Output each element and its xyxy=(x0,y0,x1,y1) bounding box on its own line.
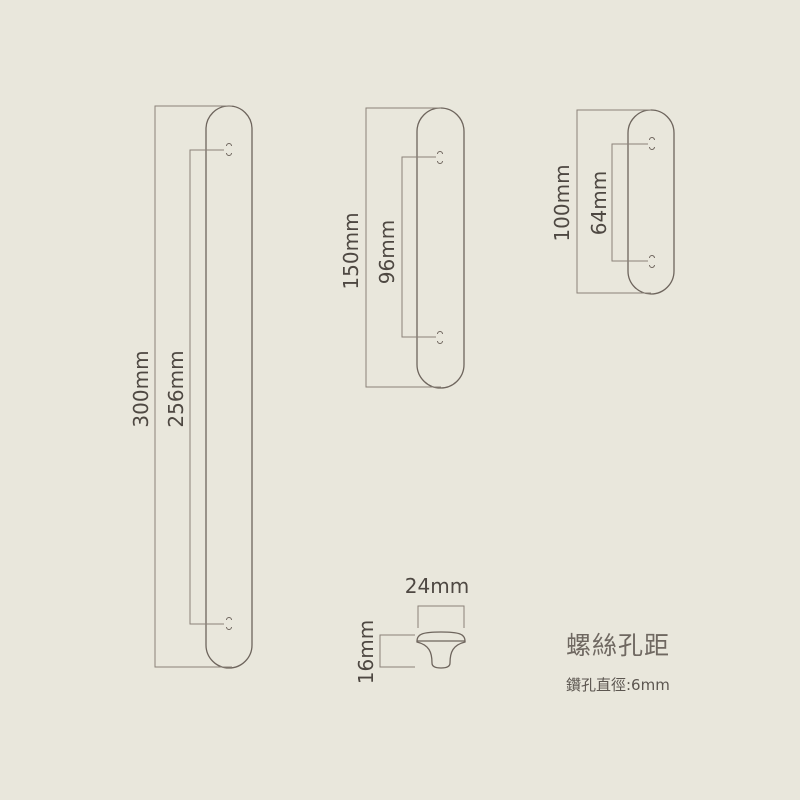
handle-100-drawing: 100mm 64mm xyxy=(550,109,675,295)
handle-100-hole-top xyxy=(649,137,655,150)
handle-150-drawing: 150mm 96mm xyxy=(339,107,465,389)
handle-300-hole-top xyxy=(226,143,232,156)
handle-300-outline xyxy=(205,105,253,669)
knob-drawing: 24mm 16mm xyxy=(354,574,469,684)
handle-100-hole-bottom xyxy=(649,255,655,268)
handle-150-hole-top xyxy=(437,151,443,164)
knob-outline xyxy=(416,631,466,669)
handle-300-drawing: 300mm 256mm xyxy=(129,105,253,669)
handle-150-hole-label: 96mm xyxy=(375,220,399,284)
handle-100-length-bracket xyxy=(576,109,651,294)
caption-subtitle: 鑽孔直徑:6mm xyxy=(566,676,670,694)
handle-150-length-bracket xyxy=(365,107,441,388)
handle-100-hole-bracket xyxy=(611,143,648,262)
handle-150-outline xyxy=(416,107,465,389)
handle-150-hole-bracket xyxy=(401,156,436,338)
handle-100-length-label: 100mm xyxy=(550,164,574,241)
knob-height-label: 16mm xyxy=(354,620,378,684)
handle-300-hole-bottom xyxy=(226,617,232,630)
knob-width-bracket xyxy=(417,605,465,628)
handle-150-length-label: 150mm xyxy=(339,212,363,289)
handle-300-length-bracket xyxy=(154,105,232,668)
handle-150-hole-bottom xyxy=(437,331,443,344)
handle-300-length-label: 300mm xyxy=(129,350,153,427)
handle-300-hole-bracket xyxy=(189,149,224,625)
caption-title: 螺絲孔距 xyxy=(566,631,671,660)
handle-300-hole-label: 256mm xyxy=(164,350,188,427)
knob-width-label: 24mm xyxy=(405,574,469,598)
knob-height-bracket xyxy=(379,634,415,668)
handle-100-hole-label: 64mm xyxy=(587,171,611,235)
